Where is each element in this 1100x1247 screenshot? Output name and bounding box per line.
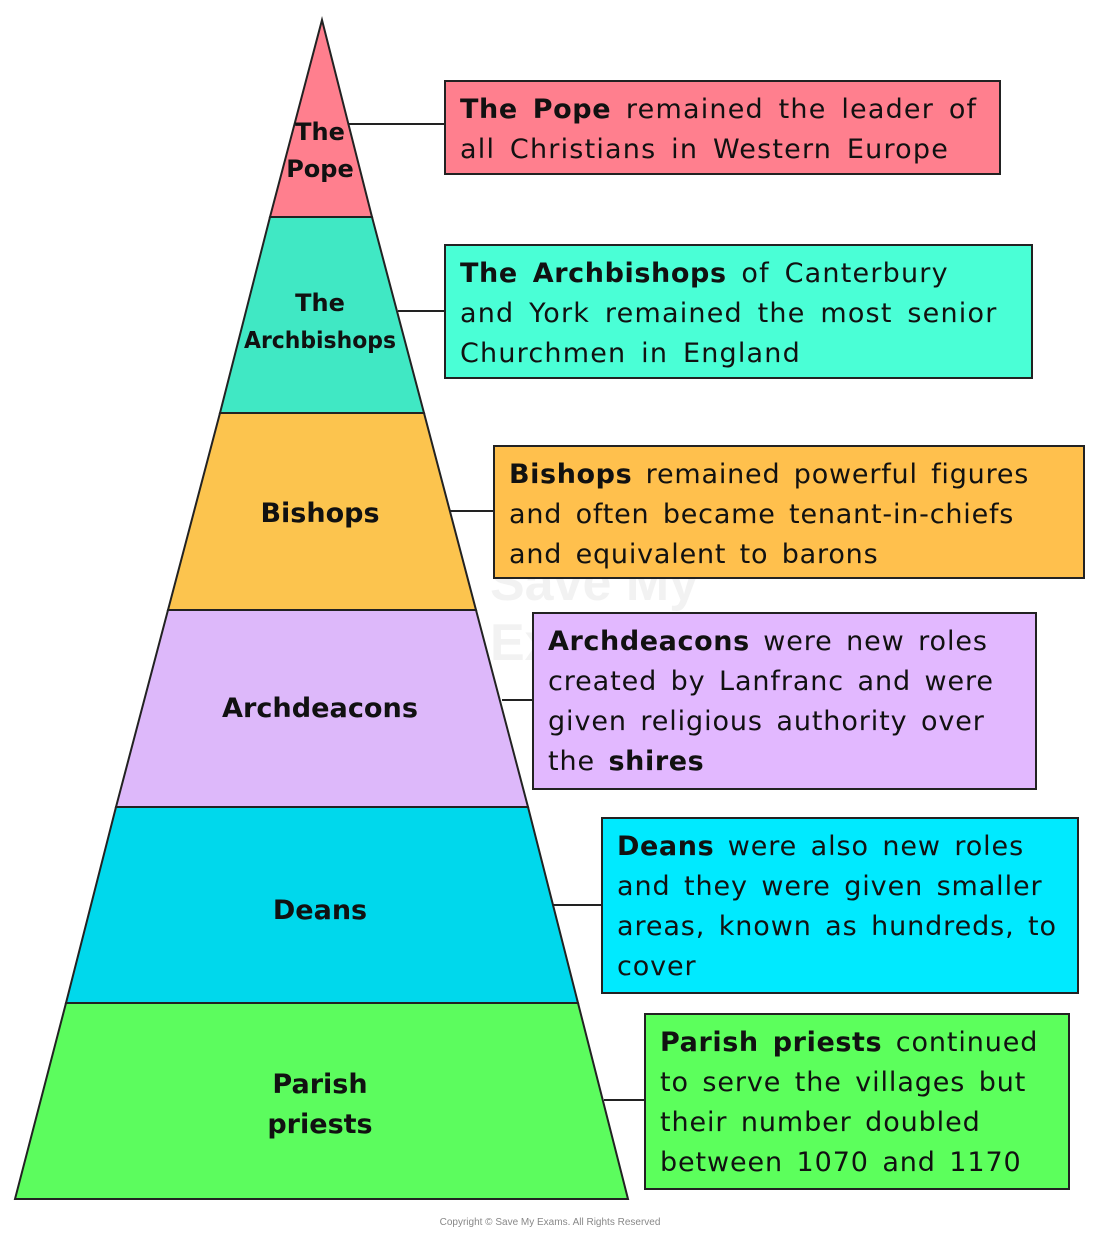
description-box-pope: The Pope remained the leader of all Chri… [444, 80, 1001, 175]
description-box-deans: Deans were also new roles and they were … [601, 817, 1079, 994]
description-text-pope: remained the leader of all Christians in… [460, 94, 978, 165]
description-term-parish-priests: Parish priests [660, 1027, 883, 1058]
tier-label-pope-line-2: Pope [286, 155, 354, 183]
description-box-parish-priests: Parish priests continued to serve the vi… [644, 1013, 1070, 1190]
tier-label-pope-line-1: The [295, 118, 345, 146]
tier-parish-priests [13, 1002, 630, 1200]
description-text-bishops: remained powerful figures and often beca… [509, 459, 1030, 570]
description-box-archbishops: The Archbishops of Canterbury and York r… [444, 244, 1033, 379]
description-term-archbishops: The Archbishops [460, 258, 727, 289]
tier-label-bishops: Bishops [260, 498, 379, 529]
tier-label-parish-line-2: priests [267, 1109, 372, 1140]
tier-label-deans: Deans [273, 895, 367, 926]
description-term-archdeacons: Archdeacons [548, 626, 750, 657]
description-text-archdeacons: were new roles created by Lanfranc and w… [548, 626, 994, 777]
description-term-bishops: Bishops [509, 459, 633, 490]
description-box-archdeacons: Archdeacons were new roles created by La… [532, 612, 1037, 790]
tier-label-archdeacons: Archdeacons [222, 693, 418, 724]
tier-label-parish-line-1: Parish [272, 1069, 367, 1100]
tier-label-archbishops-line-1: The [295, 289, 345, 317]
description-term-shires: shires [608, 746, 705, 777]
description-text-deans: were also new roles and they were given … [617, 831, 1057, 982]
copyright-notice: Copyright © Save My Exams. All Rights Re… [439, 1217, 661, 1228]
description-term-deans: Deans [617, 831, 715, 862]
description-term-pope: The Pope [460, 94, 612, 125]
tier-label-archbishops-line-2: Archbishops [244, 328, 396, 354]
description-box-bishops: Bishops remained powerful figures and of… [493, 445, 1085, 579]
description-text-archbishops: of Canterbury and York remained the most… [460, 258, 998, 369]
description-text-parish-priests: continued to serve the villages but thei… [660, 1027, 1039, 1178]
